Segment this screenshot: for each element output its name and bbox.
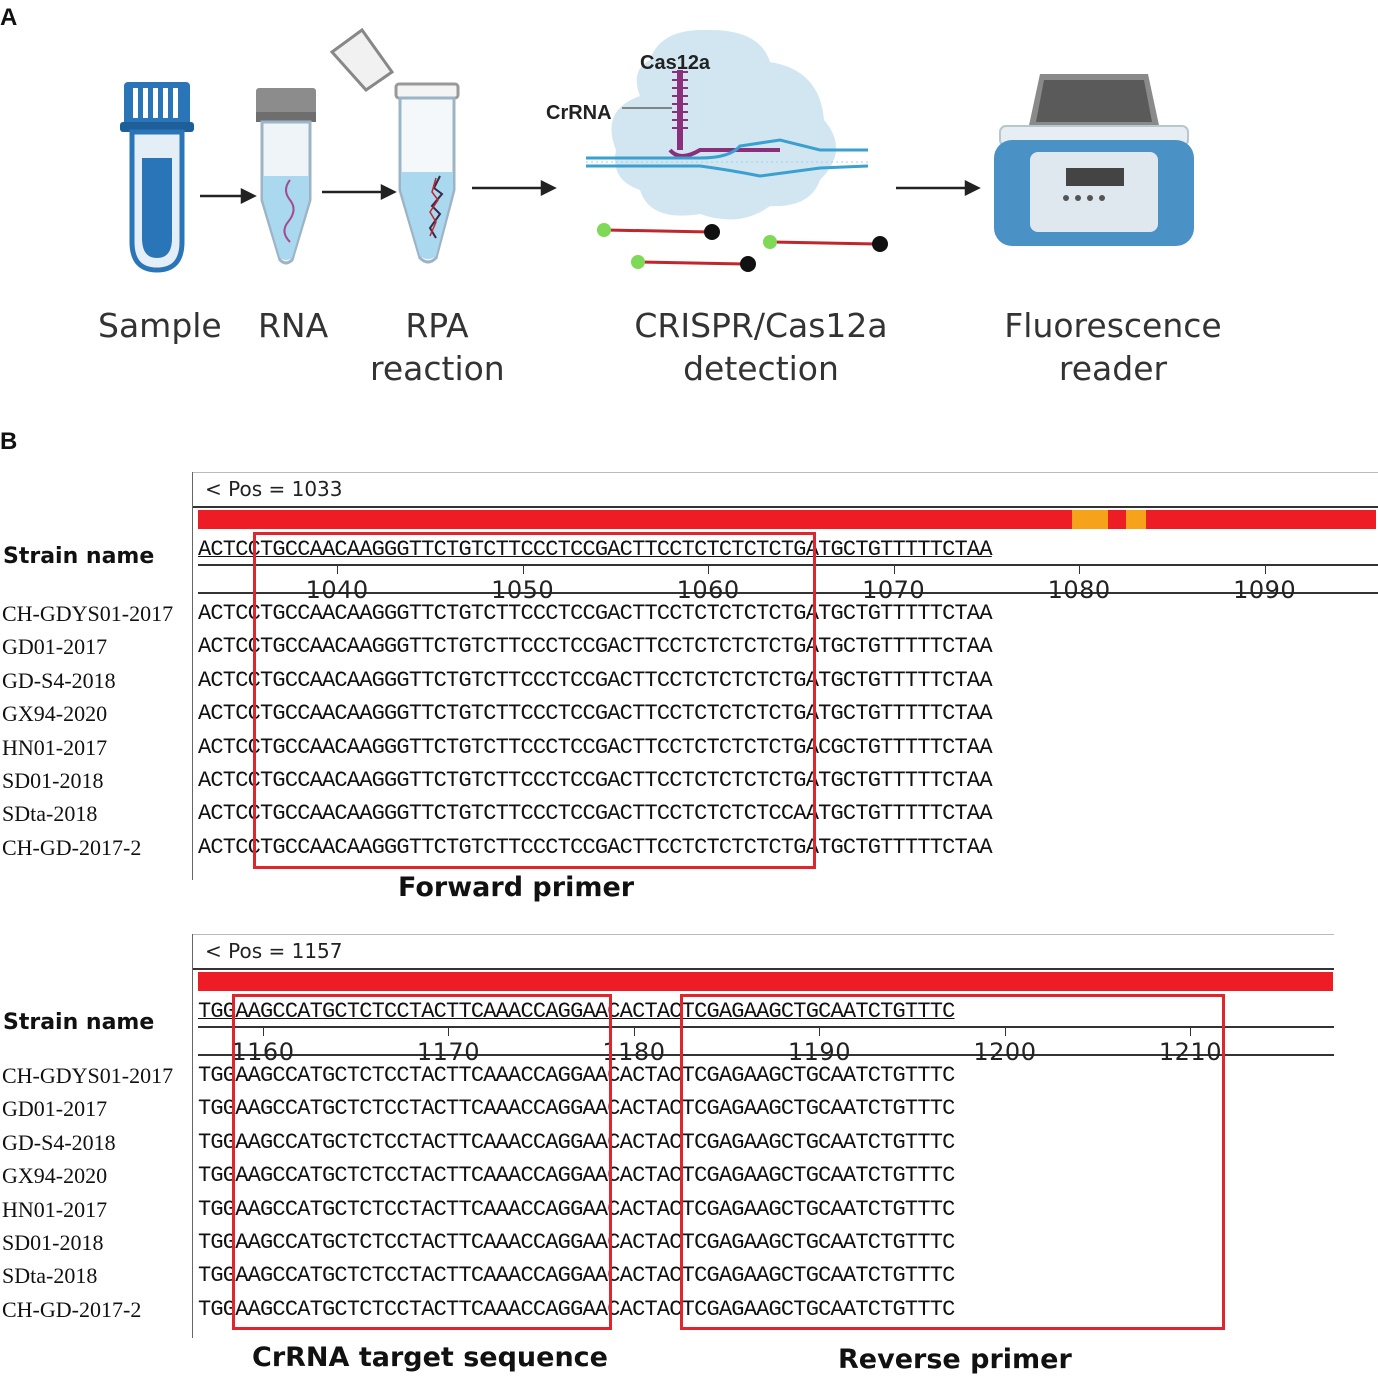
sequence-row: ACTCCTGCCAACAAGGGTTCTGTCTTCCCTCCGACTTCCT…	[198, 601, 993, 626]
step-label-rpa: RPA reaction	[370, 306, 505, 388]
ruler-label: 1090	[1233, 576, 1297, 604]
step-label-crispr: CRISPR/Cas12a detection	[634, 306, 888, 388]
ruler-tick	[633, 1028, 635, 1036]
reference-sequence: TGGAAGCCATGCTCTCCTACTTCAAACCAGGAACACTACT…	[198, 999, 955, 1024]
ruler-label: 1060	[676, 576, 740, 604]
sequence-row: TGGAAGCCATGCTCTCCTACTTCAAACCAGGAACACTACT…	[198, 1230, 955, 1255]
strain-name: GX94-2020	[2, 1163, 108, 1189]
strain-name: HN01-2017	[2, 1196, 108, 1222]
strain-name-header: Strain name	[3, 1010, 155, 1035]
sequence-row: ACTCCTGCCAACAAGGGTTCTGTCTTCCCTCCGACTTCCT…	[198, 667, 993, 693]
reporter-probe-icon	[597, 223, 888, 272]
fluorescence-reader-icon	[994, 74, 1194, 246]
strain-name: GX94-2020	[2, 701, 108, 727]
crrna-target-box	[232, 994, 612, 1330]
cas12a-label: Cas12a	[640, 52, 711, 74]
strain-name: GD-S4-2018	[2, 667, 116, 693]
ruler-label: 1050	[491, 576, 555, 604]
strain-name: CH-GDYS01-2017	[2, 601, 174, 626]
reverse-primer-box	[680, 994, 1225, 1330]
step-label-sample: Sample	[98, 306, 222, 345]
crrna-target-label: CrRNA target sequence	[252, 1342, 608, 1373]
panel-letter-a: A	[0, 4, 18, 31]
ruler-tick	[819, 1028, 821, 1036]
ruler-label: 1070	[862, 576, 926, 604]
ruler-label: 1190	[787, 1038, 851, 1066]
consensus-bar	[198, 972, 1333, 991]
ruler-label: 1210	[1158, 1038, 1222, 1066]
ruler-topline	[198, 564, 1378, 566]
strain-name: SDta-2018	[2, 801, 98, 827]
ruler-tick	[1079, 566, 1081, 574]
position-ruler: 1040 1050 1060 1070 1080 1090	[198, 564, 1378, 626]
sequence-row: ACTCCTGCCAACAAGGGTTCTGTCTTCCCTCCGACTTCCT…	[198, 768, 993, 793]
position-header: < Pos = 1033	[192, 472, 1378, 508]
strain-name-header: Strain name	[3, 544, 155, 569]
forward-primer-box	[253, 532, 816, 869]
strain-name: SD01-2018	[2, 768, 104, 793]
step-label-rna: RNA	[258, 306, 329, 345]
sequence-row: TGGAAGCCATGCTCTCCTACTTCAAACCAGGAACACTACT…	[198, 1196, 955, 1222]
rna-tube-icon	[256, 88, 316, 265]
rpa-tube-icon	[329, 27, 460, 264]
ruler-tick	[1190, 1028, 1192, 1036]
workflow-illustration	[120, 27, 1194, 273]
ruler-tick	[708, 566, 710, 574]
ruler-tick	[262, 1028, 264, 1036]
ruler-tick	[1004, 1028, 1006, 1036]
position-label: < Pos = 1157	[205, 939, 343, 963]
ruler-label: 1170	[416, 1038, 480, 1066]
cas12a-complex-icon	[586, 29, 869, 220]
panel-letter-b: B	[0, 428, 18, 455]
reverse-primer-label: Reverse primer	[838, 1344, 1072, 1375]
consensus-bar	[198, 510, 1376, 529]
strain-name: CH-GDYS01-2017	[2, 1063, 174, 1088]
sequence-row: TGGAAGCCATGCTCTCCTACTTCAAACCAGGAACACTACT…	[198, 1063, 955, 1088]
variant-marker	[1072, 510, 1108, 529]
sequence-row: TGGAAGCCATGCTCTCCTACTTCAAACCAGGAACACTACT…	[198, 1129, 955, 1155]
strain-name: HN01-2017	[2, 734, 108, 760]
sample-tube-icon	[120, 82, 194, 273]
position-ruler: 1160 1170 1180 1190 1200 1210	[198, 1026, 1334, 1088]
ruler-tick	[337, 566, 339, 574]
forward-primer-label: Forward primer	[398, 872, 635, 903]
ruler-baseline	[198, 592, 1378, 594]
variant-marker	[1126, 510, 1146, 529]
sequence-row: ACTCCTGCCAACAAGGGTTCTGTCTTCCCTCCGACTTCCT…	[198, 734, 993, 760]
ruler-label: 1160	[231, 1038, 295, 1066]
ruler-label: 1180	[602, 1038, 666, 1066]
arrow-icon	[200, 179, 981, 205]
strain-name: GD01-2017	[2, 634, 108, 660]
ruler-label: 1040	[305, 576, 369, 604]
strain-name: SDta-2018	[2, 1263, 98, 1289]
position-label: < Pos = 1033	[205, 477, 343, 501]
position-header: < Pos = 1157	[192, 934, 1334, 970]
sequence-row: TGGAAGCCATGCTCTCCTACTTCAAACCAGGAACACTACT…	[198, 1096, 955, 1122]
sequence-row: TGGAAGCCATGCTCTCCTACTTCAAACCAGGAACACTACT…	[198, 1263, 955, 1289]
ruler-baseline	[198, 1054, 1334, 1056]
strain-name: CH-GD-2017-2	[2, 1296, 142, 1322]
strain-name: SD01-2018	[2, 1230, 104, 1255]
ruler-tick	[448, 1028, 450, 1036]
strain-name: GD-S4-2018	[2, 1129, 116, 1155]
sequence-row: TGGAAGCCATGCTCTCCTACTTCAAACCAGGAACACTACT…	[198, 1296, 955, 1322]
crrna-label: CrRNA	[546, 102, 612, 124]
sequence-row: TGGAAGCCATGCTCTCCTACTTCAAACCAGGAACACTACT…	[198, 1163, 955, 1189]
ruler-tick	[522, 566, 524, 574]
ruler-topline	[198, 1026, 1334, 1028]
step-label-reader: Fluorescence reader	[1004, 306, 1222, 388]
sequence-row: ACTCCTGCCAACAAGGGTTCTGTCTTCCCTCCGACTTCCT…	[198, 701, 993, 727]
strain-name: GD01-2017	[2, 1096, 108, 1122]
strain-name: CH-GD-2017-2	[2, 834, 142, 860]
sequence-row: ACTCCTGCCAACAAGGGTTCTGTCTTCCCTCCGACTTCCT…	[198, 801, 993, 827]
ruler-label: 1200	[973, 1038, 1037, 1066]
ruler-label: 1080	[1047, 576, 1111, 604]
sequence-row: ACTCCTGCCAACAAGGGTTCTGTCTTCCCTCCGACTTCCT…	[198, 634, 993, 660]
reference-sequence: ACTCCTGCCAACAAGGGTTCTGTCTTCCCTCCGACTTCCT…	[198, 537, 993, 562]
ruler-tick	[1264, 566, 1266, 574]
ruler-tick	[893, 566, 895, 574]
sequence-row: ACTCCTGCCAACAAGGGTTCTGTCTTCCCTCCGACTTCCT…	[198, 834, 993, 860]
